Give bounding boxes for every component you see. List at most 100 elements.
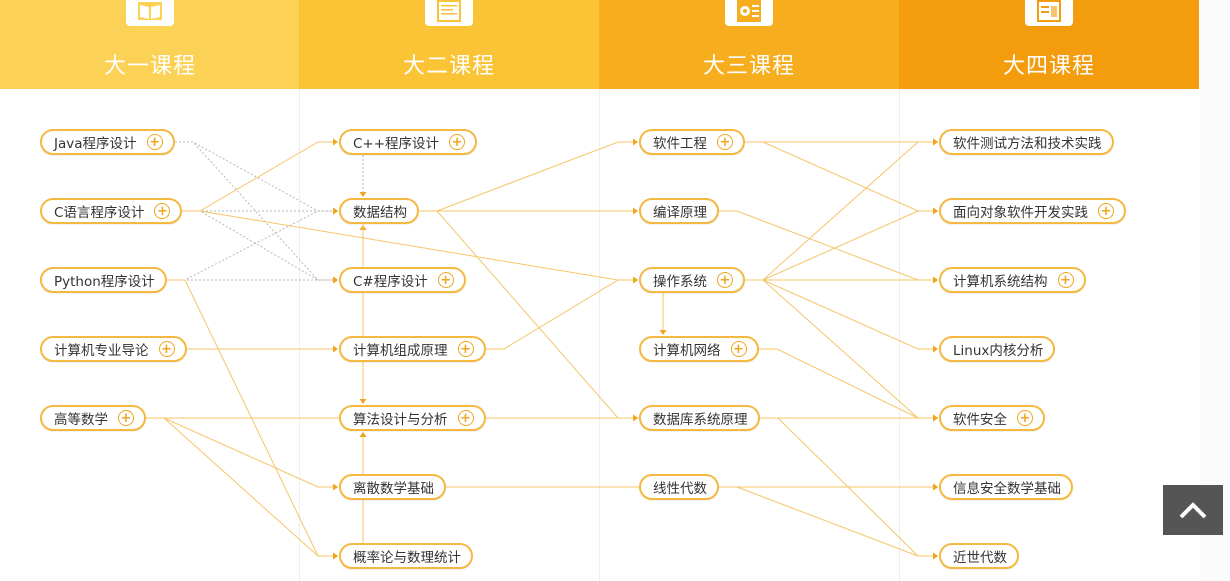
course-label: C语言程序设计 — [54, 205, 145, 221]
course-node-infosec[interactable]: 信息安全数学基础 — [939, 474, 1073, 500]
course-label: 算法设计与分析 — [353, 412, 448, 428]
course-node-testing[interactable]: 软件测试方法和技术实践 — [939, 129, 1114, 155]
back-to-top-button[interactable] — [1163, 485, 1223, 535]
course-node-c[interactable]: C语言程序设计 + — [40, 198, 183, 224]
course-label: 数据库系统原理 — [653, 412, 748, 428]
link-arrowhead — [659, 330, 667, 335]
course-node-db[interactable]: 数据库系统原理 — [639, 405, 760, 431]
link-java-to-ds — [175, 141, 336, 212]
link-arrowhead — [333, 207, 338, 215]
link-os-to-oop — [745, 210, 936, 281]
course-node-discrete[interactable]: 离散数学基础 — [339, 474, 446, 500]
course-node-compiler[interactable]: 编译原理 — [639, 198, 719, 224]
link-arrowhead — [633, 414, 638, 422]
link-arrowhead — [633, 138, 638, 146]
course-label: 数据结构 — [353, 205, 407, 221]
link-arrowhead — [359, 192, 367, 197]
course-node-security[interactable]: 软件安全 + — [939, 405, 1045, 431]
chevron-up-icon — [1179, 502, 1207, 519]
link-arrowhead — [933, 207, 938, 215]
header-year-3: 大三课程 — [599, 0, 899, 89]
course-label: C#程序设计 — [353, 274, 428, 290]
header-year-1: 大一课程 — [0, 0, 300, 89]
link-arrowhead — [333, 483, 338, 491]
course-node-oop[interactable]: 面向对象软件开发实践 + — [939, 198, 1126, 224]
link-compiler-to-arch — [719, 210, 936, 281]
expand-plus-icon[interactable]: + — [717, 272, 733, 288]
course-node-arch[interactable]: 计算机系统结构 + — [939, 267, 1086, 293]
course-node-linalg[interactable]: 线性代数 — [639, 474, 719, 500]
course-node-math[interactable]: 高等数学 + — [40, 405, 146, 431]
expand-plus-icon[interactable]: + — [457, 341, 474, 357]
course-node-se[interactable]: 软件工程 + — [639, 129, 745, 155]
course-label: Python程序设计 — [54, 274, 155, 290]
course-node-python[interactable]: Python程序设计 — [40, 267, 167, 293]
course-label: 高等数学 — [54, 412, 108, 428]
course-label: 线性代数 — [653, 481, 707, 497]
course-label: 软件测试方法和技术实践 — [953, 136, 1102, 152]
link-arrowhead — [633, 276, 638, 284]
expand-plus-icon[interactable]: + — [449, 134, 466, 150]
expand-plus-icon[interactable]: + — [717, 134, 733, 150]
link-arrowhead — [333, 552, 338, 560]
link-db-to-algebra — [760, 417, 936, 557]
course-label: 计算机系统结构 — [953, 274, 1048, 290]
expand-plus-icon[interactable]: + — [154, 203, 171, 219]
course-node-java[interactable]: Java程序设计+ — [40, 129, 175, 155]
course-label: 软件安全 — [953, 412, 1007, 428]
expand-plus-icon[interactable]: + — [1017, 410, 1033, 426]
course-label: Linux内核分析 — [953, 343, 1044, 359]
course-node-linux[interactable]: Linux内核分析 — [939, 336, 1056, 362]
expand-plus-icon[interactable]: + — [457, 410, 474, 426]
course-node-algo[interactable]: 算法设计与分析 + — [339, 405, 486, 431]
link-os-to-testing — [745, 141, 936, 281]
link-arrowhead — [333, 345, 338, 353]
course-node-ds[interactable]: 数据结构 — [339, 198, 419, 224]
link-arrowhead — [933, 552, 938, 560]
link-arrowhead — [933, 138, 938, 146]
link-arrowhead — [333, 138, 338, 146]
course-node-co[interactable]: 计算机组成原理 + — [339, 336, 486, 362]
course-label: 概率论与数理统计 — [353, 550, 461, 566]
link-ds-to-db — [419, 210, 636, 419]
header-title: 大二课程 — [402, 54, 495, 79]
course-node-csharp[interactable]: C#程序设计 + — [339, 267, 466, 293]
book-icon — [126, 0, 174, 26]
document-icon — [425, 0, 473, 26]
link-net-to-security — [759, 348, 936, 419]
column-divider — [299, 89, 300, 581]
expand-plus-icon[interactable]: + — [437, 272, 454, 288]
course-label: 软件工程 — [653, 136, 707, 152]
course-label: 计算机组成原理 — [353, 343, 448, 359]
expand-plus-icon[interactable]: + — [146, 134, 163, 150]
link-arrowhead — [933, 345, 938, 353]
course-node-algebra[interactable]: 近世代数 — [939, 543, 1019, 569]
course-label: 近世代数 — [953, 550, 1007, 566]
course-label: 计算机专业导论 — [54, 343, 149, 359]
expand-plus-icon[interactable]: + — [730, 341, 747, 357]
header-title: 大一课程 — [103, 54, 196, 79]
link-arrowhead — [359, 432, 367, 437]
header-title: 大四课程 — [1002, 54, 1095, 79]
course-label: 面向对象软件开发实践 — [953, 205, 1088, 221]
course-node-net[interactable]: 计算机网络+ — [639, 336, 759, 362]
link-math-to-discrete — [146, 417, 336, 488]
course-node-cpp[interactable]: C++程序设计 + — [339, 129, 478, 155]
course-node-prob[interactable]: 概率论与数理统计 — [339, 543, 473, 569]
expand-plus-icon[interactable]: + — [1057, 272, 1074, 288]
course-label: C++程序设计 — [353, 136, 440, 152]
course-node-os[interactable]: 操作系统 + — [639, 267, 745, 293]
link-python-to-ds — [167, 210, 336, 281]
link-arrowhead — [333, 276, 338, 284]
column-divider — [899, 89, 900, 581]
link-linalg-to-algebra — [719, 486, 936, 557]
expand-plus-icon[interactable]: + — [1098, 203, 1114, 219]
expand-plus-icon[interactable]: + — [118, 410, 134, 426]
header-year-4: 大四课程 — [899, 0, 1199, 89]
expand-plus-icon[interactable]: + — [158, 341, 175, 357]
course-label: 操作系统 — [653, 274, 707, 290]
course-node-intro[interactable]: 计算机专业导论 + — [40, 336, 187, 362]
course-label: 信息安全数学基础 — [953, 481, 1061, 497]
link-os-to-linux — [745, 279, 936, 350]
link-arrowhead — [633, 207, 638, 215]
